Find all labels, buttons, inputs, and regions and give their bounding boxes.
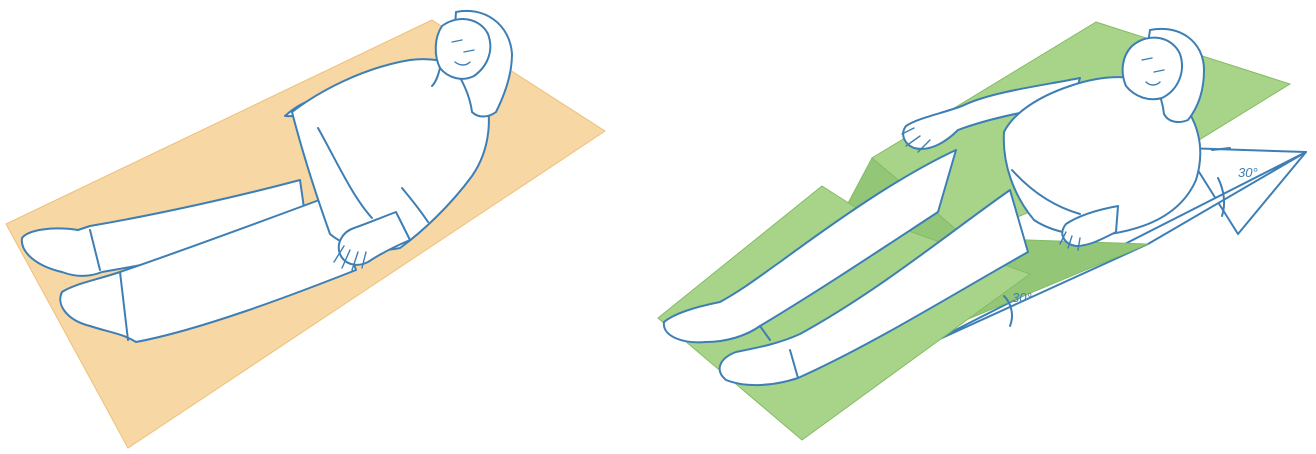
flat-position-illustration xyxy=(6,11,605,448)
inclined-position-illustration: 30° 30° xyxy=(658,22,1306,440)
leg-angle-label: 30° xyxy=(1012,290,1032,305)
back-angle-label: 30° xyxy=(1238,165,1258,180)
